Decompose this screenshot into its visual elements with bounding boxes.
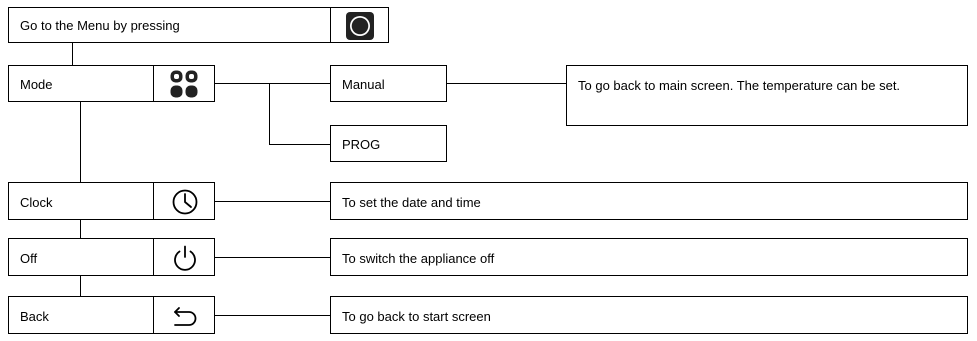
manual-description-text: To go back to main screen. The temperatu… <box>578 78 901 93</box>
mode-box: Mode <box>8 65 154 102</box>
clock-to-desc-line <box>215 201 330 202</box>
off-icon-box[interactable] <box>153 238 215 276</box>
manual-option-label: Manual <box>342 77 385 92</box>
mode-label: Mode <box>20 77 53 92</box>
menu-button-box[interactable] <box>330 7 389 43</box>
clock-label: Clock <box>20 195 53 210</box>
off-label: Off <box>20 251 38 266</box>
manual-option-box[interactable]: Manual <box>330 65 447 102</box>
back-to-desc-line <box>215 315 330 316</box>
prog-option-label: PROG <box>342 137 381 152</box>
mode-grid-icon <box>169 69 199 99</box>
back-arrow-icon <box>171 303 199 329</box>
mode-to-prog-line <box>269 144 330 145</box>
back-box: Back <box>8 296 154 334</box>
clock-box: Clock <box>8 182 154 220</box>
back-label: Back <box>20 309 49 324</box>
mode-branch-vertical <box>269 83 270 144</box>
menu-instruction-box: Go to the Menu by pressing <box>8 7 331 43</box>
back-description-box: To go back to start screen <box>330 296 968 334</box>
clock-icon <box>171 188 199 216</box>
off-description-text: To switch the appliance off <box>342 251 495 266</box>
circle-button-icon <box>345 11 375 41</box>
prog-option-box[interactable]: PROG <box>330 125 447 162</box>
clock-icon-box[interactable] <box>153 182 215 220</box>
off-to-desc-line <box>215 257 330 258</box>
manual-to-desc-line <box>447 83 566 84</box>
manual-description-box: To go back to main screen. The temperatu… <box>566 65 968 126</box>
connector-clock-off <box>80 219 81 238</box>
connector-mode-clock <box>80 101 81 182</box>
menu-instruction-label: Go to the Menu by pressing <box>20 18 180 33</box>
clock-description-box: To set the date and time <box>330 182 968 220</box>
back-icon-box[interactable] <box>153 296 215 334</box>
mode-to-manual-line <box>215 83 330 84</box>
connector-off-back <box>80 275 81 296</box>
connector-top <box>72 43 73 65</box>
off-box: Off <box>8 238 154 276</box>
power-icon <box>171 244 199 272</box>
off-description-box: To switch the appliance off <box>330 238 968 276</box>
mode-icon-box[interactable] <box>153 65 215 102</box>
back-description-text: To go back to start screen <box>342 309 491 324</box>
clock-description-text: To set the date and time <box>342 195 481 210</box>
